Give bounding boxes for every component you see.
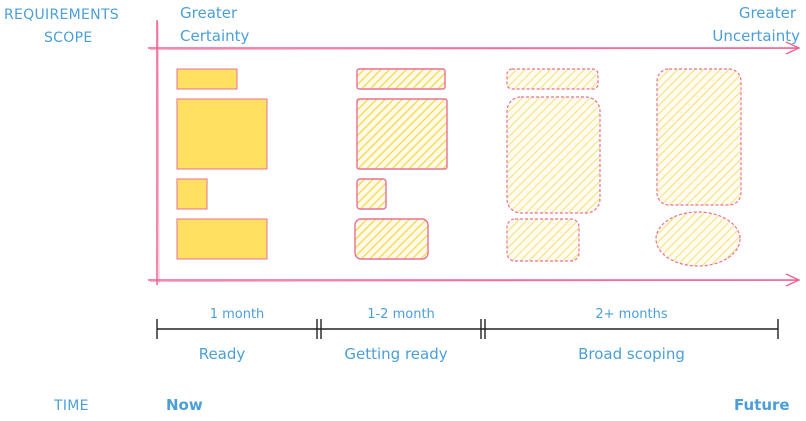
requirement-block: [354, 218, 429, 260]
period-duration: 1-2 month: [367, 307, 435, 322]
bottom-arrow-axis: [148, 273, 801, 287]
requirement-block: [656, 68, 742, 206]
requirement-block: [655, 211, 741, 267]
y-axis-label-line2: SCOPE: [44, 30, 93, 46]
certainty-left-line1: Greater: [180, 4, 238, 22]
requirement-block: [506, 96, 601, 214]
requirement-block: [356, 178, 387, 210]
stage-label: Broad scoping: [578, 345, 685, 363]
time-end-label: Future: [734, 396, 790, 414]
requirement-block: [356, 98, 448, 170]
broad-scoping-blocks-b: [655, 68, 742, 267]
requirement-block: [356, 68, 446, 90]
timeline: [156, 319, 779, 339]
period-duration: 1 month: [209, 307, 265, 322]
top-arrow-axis: [148, 41, 801, 55]
requirement-block: [176, 178, 208, 210]
period-duration: 2+ months: [595, 307, 668, 322]
requirement-block: [176, 68, 238, 90]
x-axis-label: TIME: [54, 398, 89, 414]
certainty-right-line2: Uncertainty: [712, 27, 800, 45]
vertical-axis: [156, 20, 160, 285]
stage-label: Getting ready: [344, 345, 448, 363]
certainty-right-line1: Greater: [738, 4, 796, 22]
requirement-block: [506, 218, 580, 262]
requirement-block: [176, 98, 268, 170]
requirement-block: [506, 68, 599, 90]
ready-blocks: [176, 68, 268, 260]
stage-label: Ready: [198, 345, 246, 363]
requirement-block: [176, 218, 268, 260]
broad-scoping-blocks-a: [506, 68, 601, 262]
certainty-left-line2: Certainty: [180, 27, 250, 45]
time-start-label: Now: [166, 396, 203, 414]
y-axis-label-line1: REQUIREMENTS: [4, 7, 119, 23]
getting-ready-blocks: [354, 68, 448, 260]
